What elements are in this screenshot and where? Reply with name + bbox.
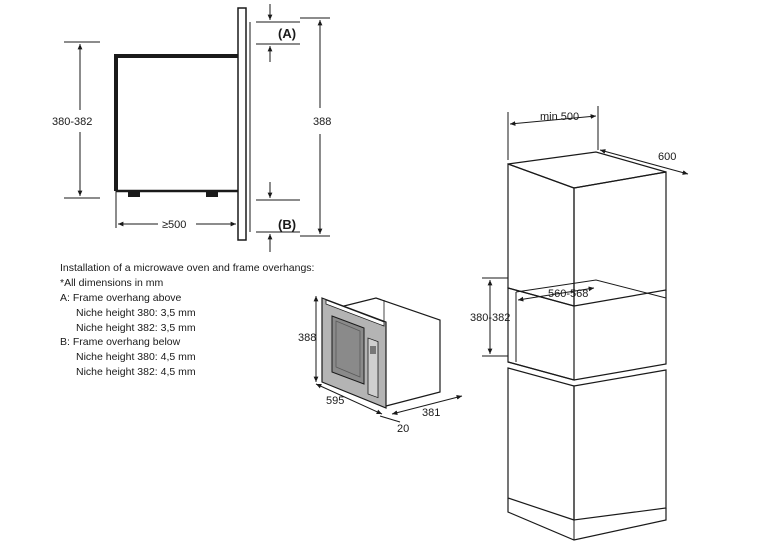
oven-foot-left bbox=[128, 191, 140, 197]
caption-title: Installation of a microwave oven and fra… bbox=[60, 262, 314, 274]
cabinet-width-label: min 500 bbox=[540, 111, 579, 123]
niche-width-dim bbox=[517, 286, 595, 302]
cabinet-lower-front bbox=[507, 367, 575, 521]
frame-top-edge bbox=[325, 299, 385, 327]
tall-cabinet: min 500 600 560-568 380-382 bbox=[470, 106, 689, 541]
niche-width-label: 560-568 bbox=[548, 288, 588, 300]
niche-bottom-edge bbox=[507, 290, 667, 381]
control-knob bbox=[370, 346, 376, 354]
microwave-depth-dim bbox=[391, 395, 463, 415]
caption-b-line2: Niche height 382: 4,5 mm bbox=[76, 366, 196, 378]
microwave-width-dim bbox=[315, 383, 383, 415]
height-range-label: 380-382 bbox=[52, 116, 92, 128]
cabinet-width-dim bbox=[509, 114, 597, 126]
cabinet-depth-dim bbox=[599, 149, 689, 175]
niche-back-top bbox=[515, 279, 667, 299]
niche-cavity-outline bbox=[114, 54, 238, 191]
caption-a-line1: Niche height 380: 3,5 mm bbox=[76, 307, 196, 319]
cabinet-plinth bbox=[507, 498, 667, 541]
caption-a-line2: Niche height 382: 3,5 mm bbox=[76, 322, 196, 334]
side-section-view: 380-382 388 (A) (B) ≥500 bbox=[52, 4, 331, 252]
microwave-depth-label: 381 bbox=[422, 407, 440, 419]
oven-foot-right bbox=[206, 191, 218, 197]
microwave-isometric: 388 595 381 20 bbox=[298, 296, 463, 435]
caption-note: *All dimensions in mm bbox=[60, 277, 164, 289]
microwave-height-label: 388 bbox=[298, 332, 316, 344]
caption-b-line1: Niche height 380: 4,5 mm bbox=[76, 351, 196, 363]
cabinet-lower-side bbox=[573, 369, 667, 521]
niche-height-label: 380-382 bbox=[470, 312, 510, 324]
frame-depth-label: 20 bbox=[397, 423, 409, 435]
caption-block: Installation of a microwave oven and fra… bbox=[60, 262, 314, 378]
depth-min-label: ≥500 bbox=[162, 219, 186, 231]
microwave-width-label: 595 bbox=[326, 395, 344, 407]
cabinet-top bbox=[507, 151, 667, 189]
overhang-a-label: (A) bbox=[278, 26, 296, 41]
front-frame-section bbox=[237, 7, 247, 241]
caption-a-heading: A: Frame overhang above bbox=[60, 292, 182, 304]
frame-depth-dim bbox=[379, 415, 401, 423]
caption-b-heading: B: Frame overhang below bbox=[60, 336, 181, 348]
total-height-label: 388 bbox=[313, 116, 331, 128]
cabinet-depth-label: 600 bbox=[658, 151, 676, 163]
overhang-b-label: (B) bbox=[278, 217, 296, 232]
niche-left-wall bbox=[507, 287, 575, 381]
